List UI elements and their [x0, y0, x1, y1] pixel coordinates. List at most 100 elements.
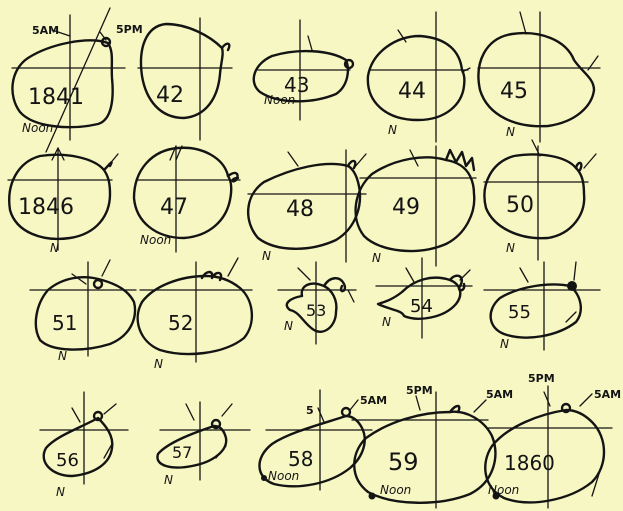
year-label: 42	[156, 83, 184, 108]
label-n: N	[500, 337, 509, 351]
year-label: 59	[388, 448, 419, 476]
diagram-59: 59 5PM 5AM Noon	[351, 384, 513, 509]
arrows	[519, 261, 577, 323]
label-5am: 5AM	[486, 388, 513, 401]
label-5am: 5AM	[594, 388, 621, 401]
year-label: 51	[52, 311, 77, 335]
label-n: N	[58, 349, 67, 363]
label-n: N	[506, 241, 515, 255]
year-label: 1841	[28, 85, 84, 110]
year-label: 52	[168, 311, 193, 335]
arrows	[71, 259, 111, 285]
arrows	[317, 399, 359, 423]
loop-knot	[448, 274, 466, 292]
loop-outline	[139, 22, 224, 120]
loop-knot	[560, 402, 572, 414]
loop-outline	[156, 424, 228, 469]
loop-knot	[220, 42, 231, 52]
year-label: 45	[500, 79, 528, 104]
year-label: 56	[56, 450, 79, 471]
label-noon: Noon	[140, 233, 171, 247]
year-label: 50	[506, 193, 534, 218]
loop-outline	[366, 34, 466, 122]
loop-knot	[100, 36, 112, 48]
loop-squiggle	[444, 148, 476, 172]
year-label: 58	[288, 447, 313, 471]
loop-outline	[484, 408, 606, 504]
diagram-52: 52 N	[136, 257, 253, 371]
arrows	[287, 151, 367, 169]
arrows	[397, 29, 471, 73]
loop-knot	[226, 171, 240, 183]
arrows	[307, 35, 313, 51]
arrows	[51, 29, 107, 41]
label-n: N	[372, 251, 381, 265]
loop-outline	[376, 276, 462, 320]
diagram-48: 48 N	[246, 149, 367, 263]
arrows	[71, 403, 117, 459]
diagonal-line	[45, 7, 111, 153]
label-noon: Noon	[380, 483, 411, 497]
year-label: 49	[392, 195, 420, 220]
diagram-53: 53 N	[277, 261, 357, 345]
arrows	[169, 145, 183, 161]
diagram-57: 57 N	[156, 401, 251, 487]
label-5pm: 5PM	[406, 384, 433, 397]
label-n: N	[506, 125, 515, 139]
label-noon: Noon	[268, 469, 299, 483]
year-label: 53	[306, 301, 326, 320]
diagram-51: 51 N	[29, 259, 137, 363]
noon-dot	[261, 475, 267, 481]
arrows	[519, 11, 599, 71]
label-noon: Noon	[264, 93, 295, 107]
loop-knot	[92, 278, 104, 290]
arrows	[51, 147, 119, 167]
label-n: N	[284, 319, 293, 333]
loop-outline	[252, 49, 350, 103]
diagram-49: 49 N	[354, 145, 477, 267]
diagram-42: 42	[137, 17, 233, 141]
diagram-45: 45 N	[477, 11, 601, 143]
year-label: 57	[172, 443, 192, 462]
label-n: N	[164, 473, 173, 487]
loop-knot	[340, 406, 352, 418]
arrows	[409, 149, 419, 167]
label-n: N	[50, 241, 59, 255]
label-n: N	[388, 123, 397, 137]
label-noon: Noon	[22, 121, 53, 135]
arrows	[405, 267, 471, 283]
loop-knot	[200, 270, 223, 282]
year-label: 44	[398, 79, 426, 104]
year-label: 54	[410, 296, 433, 317]
diagram-58: 58 5 5AM Noon	[258, 389, 387, 491]
year-label: 55	[508, 302, 531, 323]
label-n: N	[154, 357, 163, 371]
loop-knot	[210, 418, 222, 430]
loop-knot	[322, 277, 347, 293]
loop-knot	[343, 58, 355, 70]
arrows	[227, 257, 239, 277]
loop-knot	[92, 410, 104, 422]
label-noon: Noon	[488, 483, 519, 497]
arrows	[543, 391, 605, 497]
loop-outline	[11, 39, 114, 129]
diagram-50: 50 N	[483, 139, 597, 261]
label-n: N	[56, 485, 65, 499]
diagram-44: 44 N	[366, 11, 471, 143]
loop-knot	[574, 161, 583, 172]
arrows	[531, 139, 597, 169]
label-5am: 5AM	[32, 24, 59, 37]
arrows	[297, 267, 355, 303]
loop-knot	[448, 404, 461, 414]
label-n: N	[382, 315, 391, 329]
year-label: 48	[286, 197, 314, 222]
loop-outline	[285, 282, 338, 333]
loop-outline	[483, 153, 586, 240]
arrows	[185, 403, 233, 459]
year-label: 1860	[504, 451, 555, 475]
loop-outline	[136, 274, 253, 356]
noon-dot	[492, 492, 500, 500]
loop-outline	[34, 276, 137, 351]
